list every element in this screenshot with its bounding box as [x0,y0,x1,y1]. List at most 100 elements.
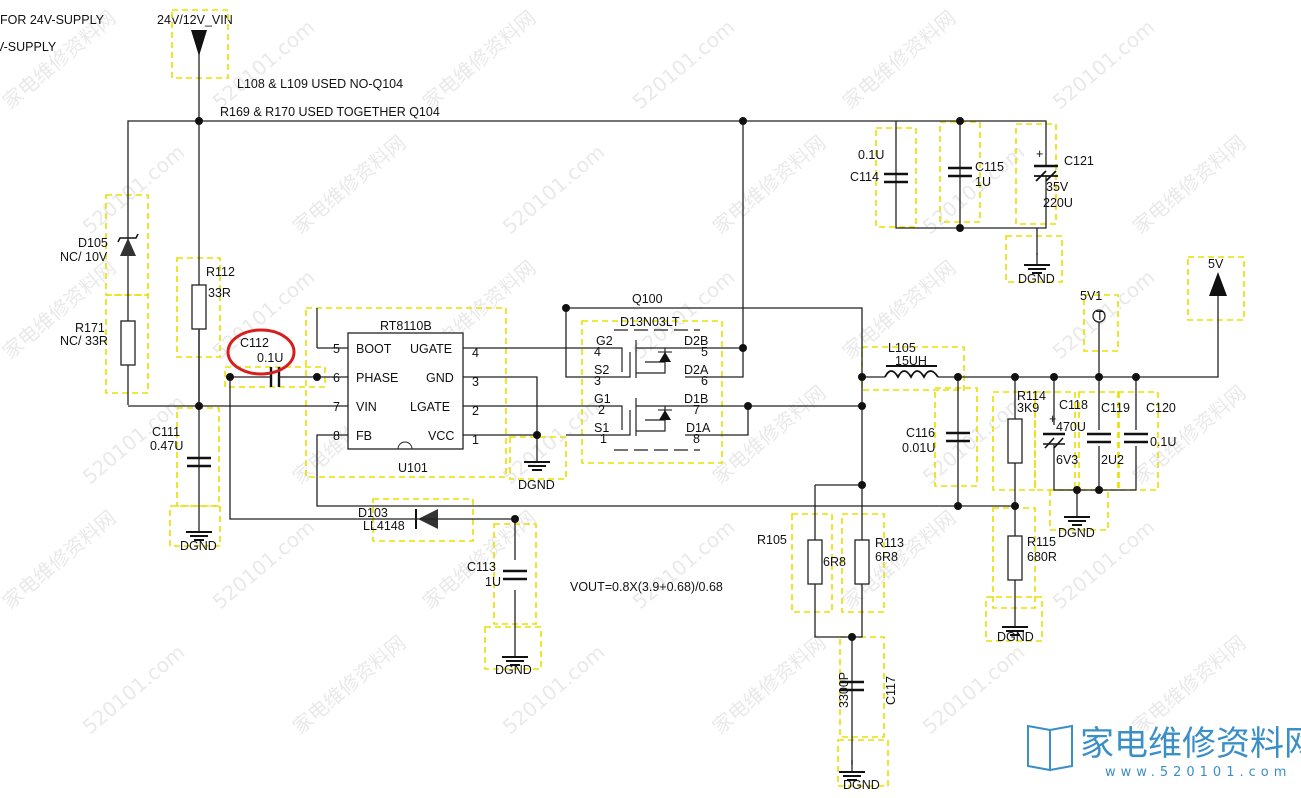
svg-text:D2B: D2B [684,334,708,348]
watermarks: 家电维修资料网 520101.com 家电维修资料网 520101.com 家电维修资料… [0,5,1250,738]
capacitor-c120: C120 0.1U [1122,401,1176,449]
wires [127,30,1219,765]
svg-text:S1: S1 [594,421,609,435]
svg-text:C115: C115 [975,160,1004,174]
svg-text:DGND: DGND [997,630,1034,644]
note-l108: L108 & L109 USED NO-Q104 [237,77,403,91]
svg-text:0.01U: 0.01U [902,441,935,455]
svg-text:C118: C118 [1059,398,1088,412]
svg-text:2: 2 [472,404,479,418]
svg-text:D105: D105 [78,236,108,250]
note-24v-supply: FOR 24V-SUPPLY [0,13,105,27]
svg-text:1: 1 [472,433,479,447]
highlight-circle [226,328,296,376]
svg-text:S2: S2 [594,363,609,377]
diode-d103: D103 LL4148 [358,506,440,533]
watermark-logo: 家电维修资料网 www.520101.com [1027,724,1301,780]
svg-text:L105: L105 [888,341,916,355]
capacitor-c112: C112 0.1U [240,336,288,387]
svg-text:3: 3 [472,375,479,389]
note-r169: R169 & R170 USED TOGETHER Q104 [220,105,440,119]
resistor-r114: R114 3K9 [1007,389,1046,464]
resistor-r112: R112 33R [191,265,235,330]
svg-text:R113: R113 [875,536,904,550]
svg-text:6V3: 6V3 [1056,453,1078,467]
svg-text:35V: 35V [1046,180,1069,194]
svg-text:C116: C116 [906,426,935,440]
svg-text:3300P: 3300P [837,672,851,708]
svg-text:5: 5 [701,345,708,359]
watermark-text: 家电维修资料网 [1128,130,1251,238]
svg-text:NC/ 10V: NC/ 10V [60,250,108,264]
watermark-text: 家电维修资料网 [838,5,961,113]
svg-text:VCC: VCC [428,429,454,443]
svg-text:家电维修资料网: 家电维修资料网 [1080,724,1301,764]
watermark-text: 520101.com [498,390,610,489]
svg-text:NC/ 33R: NC/ 33R [60,334,108,348]
svg-text:220U: 220U [1043,196,1073,210]
svg-text:DGND: DGND [1018,272,1055,286]
svg-text:+: + [1049,412,1056,426]
svg-text:0.47U: 0.47U [150,439,183,453]
svg-text:470U: 470U [1056,420,1086,434]
svg-text:R115: R115 [1027,535,1056,549]
watermark-text: 家电维修资料网 [708,630,831,738]
inductor-l105: L105 15UH [884,341,939,379]
vout-formula: VOUT=0.8X(3.9+0.68)/0.68 [570,580,723,594]
watermark-text: 520101.com [628,515,740,614]
svg-text:8: 8 [333,429,340,443]
watermark-text: 家电维修资料网 [288,630,411,738]
5v-net-label: 5V [1208,257,1224,271]
capacitor-c115: C115 1U [946,160,1004,189]
svg-text:2U2: 2U2 [1101,453,1124,467]
svg-text:4: 4 [472,346,479,360]
svg-text:LL4148: LL4148 [363,519,405,533]
watermark-text: 520101.com [918,140,1030,239]
svg-text:G1: G1 [594,392,611,406]
capacitor-c114: 0.1U C114 [850,148,910,184]
svg-text:6: 6 [333,371,340,385]
svg-text:D1B: D1B [684,392,708,406]
junctions [195,117,1140,641]
watermark-text: 家电维修资料网 [0,505,120,613]
svg-text:0.1U: 0.1U [858,148,884,162]
capacitor-c118: + C118 470U 6V3 [1042,398,1088,467]
test-point-icon [1092,309,1106,323]
svg-text:33R: 33R [208,286,231,300]
svg-text:DGND: DGND [518,478,555,492]
svg-text:UGATE: UGATE [410,342,452,356]
watermark-text: 家电维修资料网 [418,5,541,113]
svg-text:R105: R105 [757,533,787,547]
watermark-text: 520101.com [208,515,320,614]
watermark-text: 520101.com [208,15,320,114]
svg-text:C112: C112 [240,336,269,350]
ground-dgnd: DGND DGND DGND DGND DGND DGND DGND [180,252,1095,792]
svg-text:BOOT: BOOT [356,342,392,356]
watermark-text: 520101.com [628,15,740,114]
svg-text:LGATE: LGATE [410,400,450,414]
svg-text:D13N03LT: D13N03LT [620,315,680,329]
watermark-text: 家电维修资料网 [288,130,411,238]
watermark-text: 家电维修资料网 [708,130,831,238]
vin-net-label: 24V/12V_VIN [157,13,233,27]
svg-text:C113: C113 [467,560,496,574]
watermark-text: 520101.com [78,140,190,239]
svg-text:6: 6 [701,374,708,388]
svg-text:RT8110B: RT8110B [380,319,432,333]
watermark-text: 520101.com [78,640,190,739]
resistor-r113: R113 6R8 [854,536,904,585]
svg-text:C117: C117 [884,676,898,705]
svg-text:+: + [1036,147,1043,161]
svg-text:FB: FB [356,429,372,443]
5v-arrow-icon [1209,272,1227,296]
svg-text:R171: R171 [75,321,105,335]
svg-text:1U: 1U [485,575,501,589]
resistor-r115: R115 680R [1007,535,1057,581]
capacitor-c121: + C121 35V 220U [1034,140,1094,210]
svg-text:DGND: DGND [1058,526,1095,540]
svg-text:R112: R112 [206,265,235,279]
tp-5v1-label: 5V1 [1080,289,1102,303]
vin-arrow-icon [191,30,207,56]
